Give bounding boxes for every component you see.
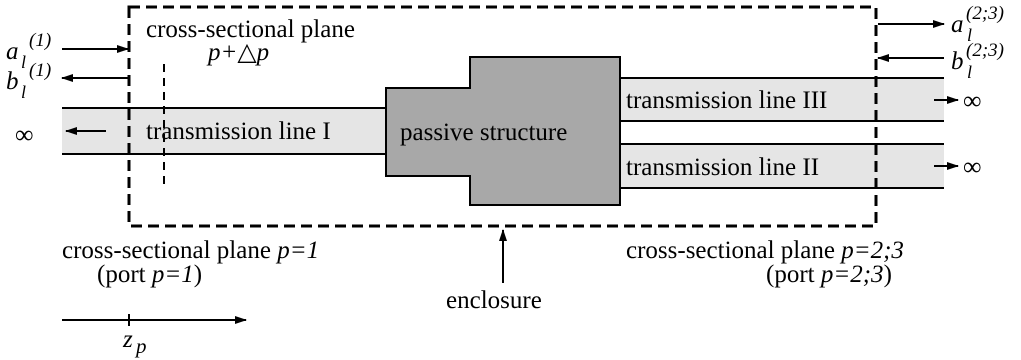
- infinity-line2: ∞: [963, 152, 982, 181]
- plane-p-dp-label: cross-sectional plane: [146, 16, 355, 43]
- port-p23-caption: (port p=2;3): [766, 261, 892, 288]
- plane-p23-caption: cross-sectional plane p=2;3: [626, 237, 904, 264]
- transmission-line-2: [620, 144, 944, 188]
- infinity-line3: ∞: [963, 86, 982, 115]
- plane-p-dp-expression: p+△p: [208, 39, 270, 66]
- enclosure-boundary: [127, 5, 878, 228]
- transmission-line-1: [62, 108, 386, 154]
- transmission-line-1-label: transmission line I: [146, 118, 331, 145]
- infinity-left: ∞: [15, 120, 34, 149]
- port-p1-caption: (port p=1): [97, 261, 203, 288]
- plane-p1-caption: cross-sectional plane p=1: [62, 237, 320, 264]
- transmission-line-2-label: transmission line II: [626, 154, 820, 181]
- enclosure-label: enclosure: [446, 287, 542, 314]
- passive-structure-label: passive structure: [400, 119, 568, 146]
- transmission-line-3-label: transmission line III: [626, 87, 828, 114]
- passive-structure: [385, 56, 621, 206]
- transmission-line-3: [620, 78, 944, 121]
